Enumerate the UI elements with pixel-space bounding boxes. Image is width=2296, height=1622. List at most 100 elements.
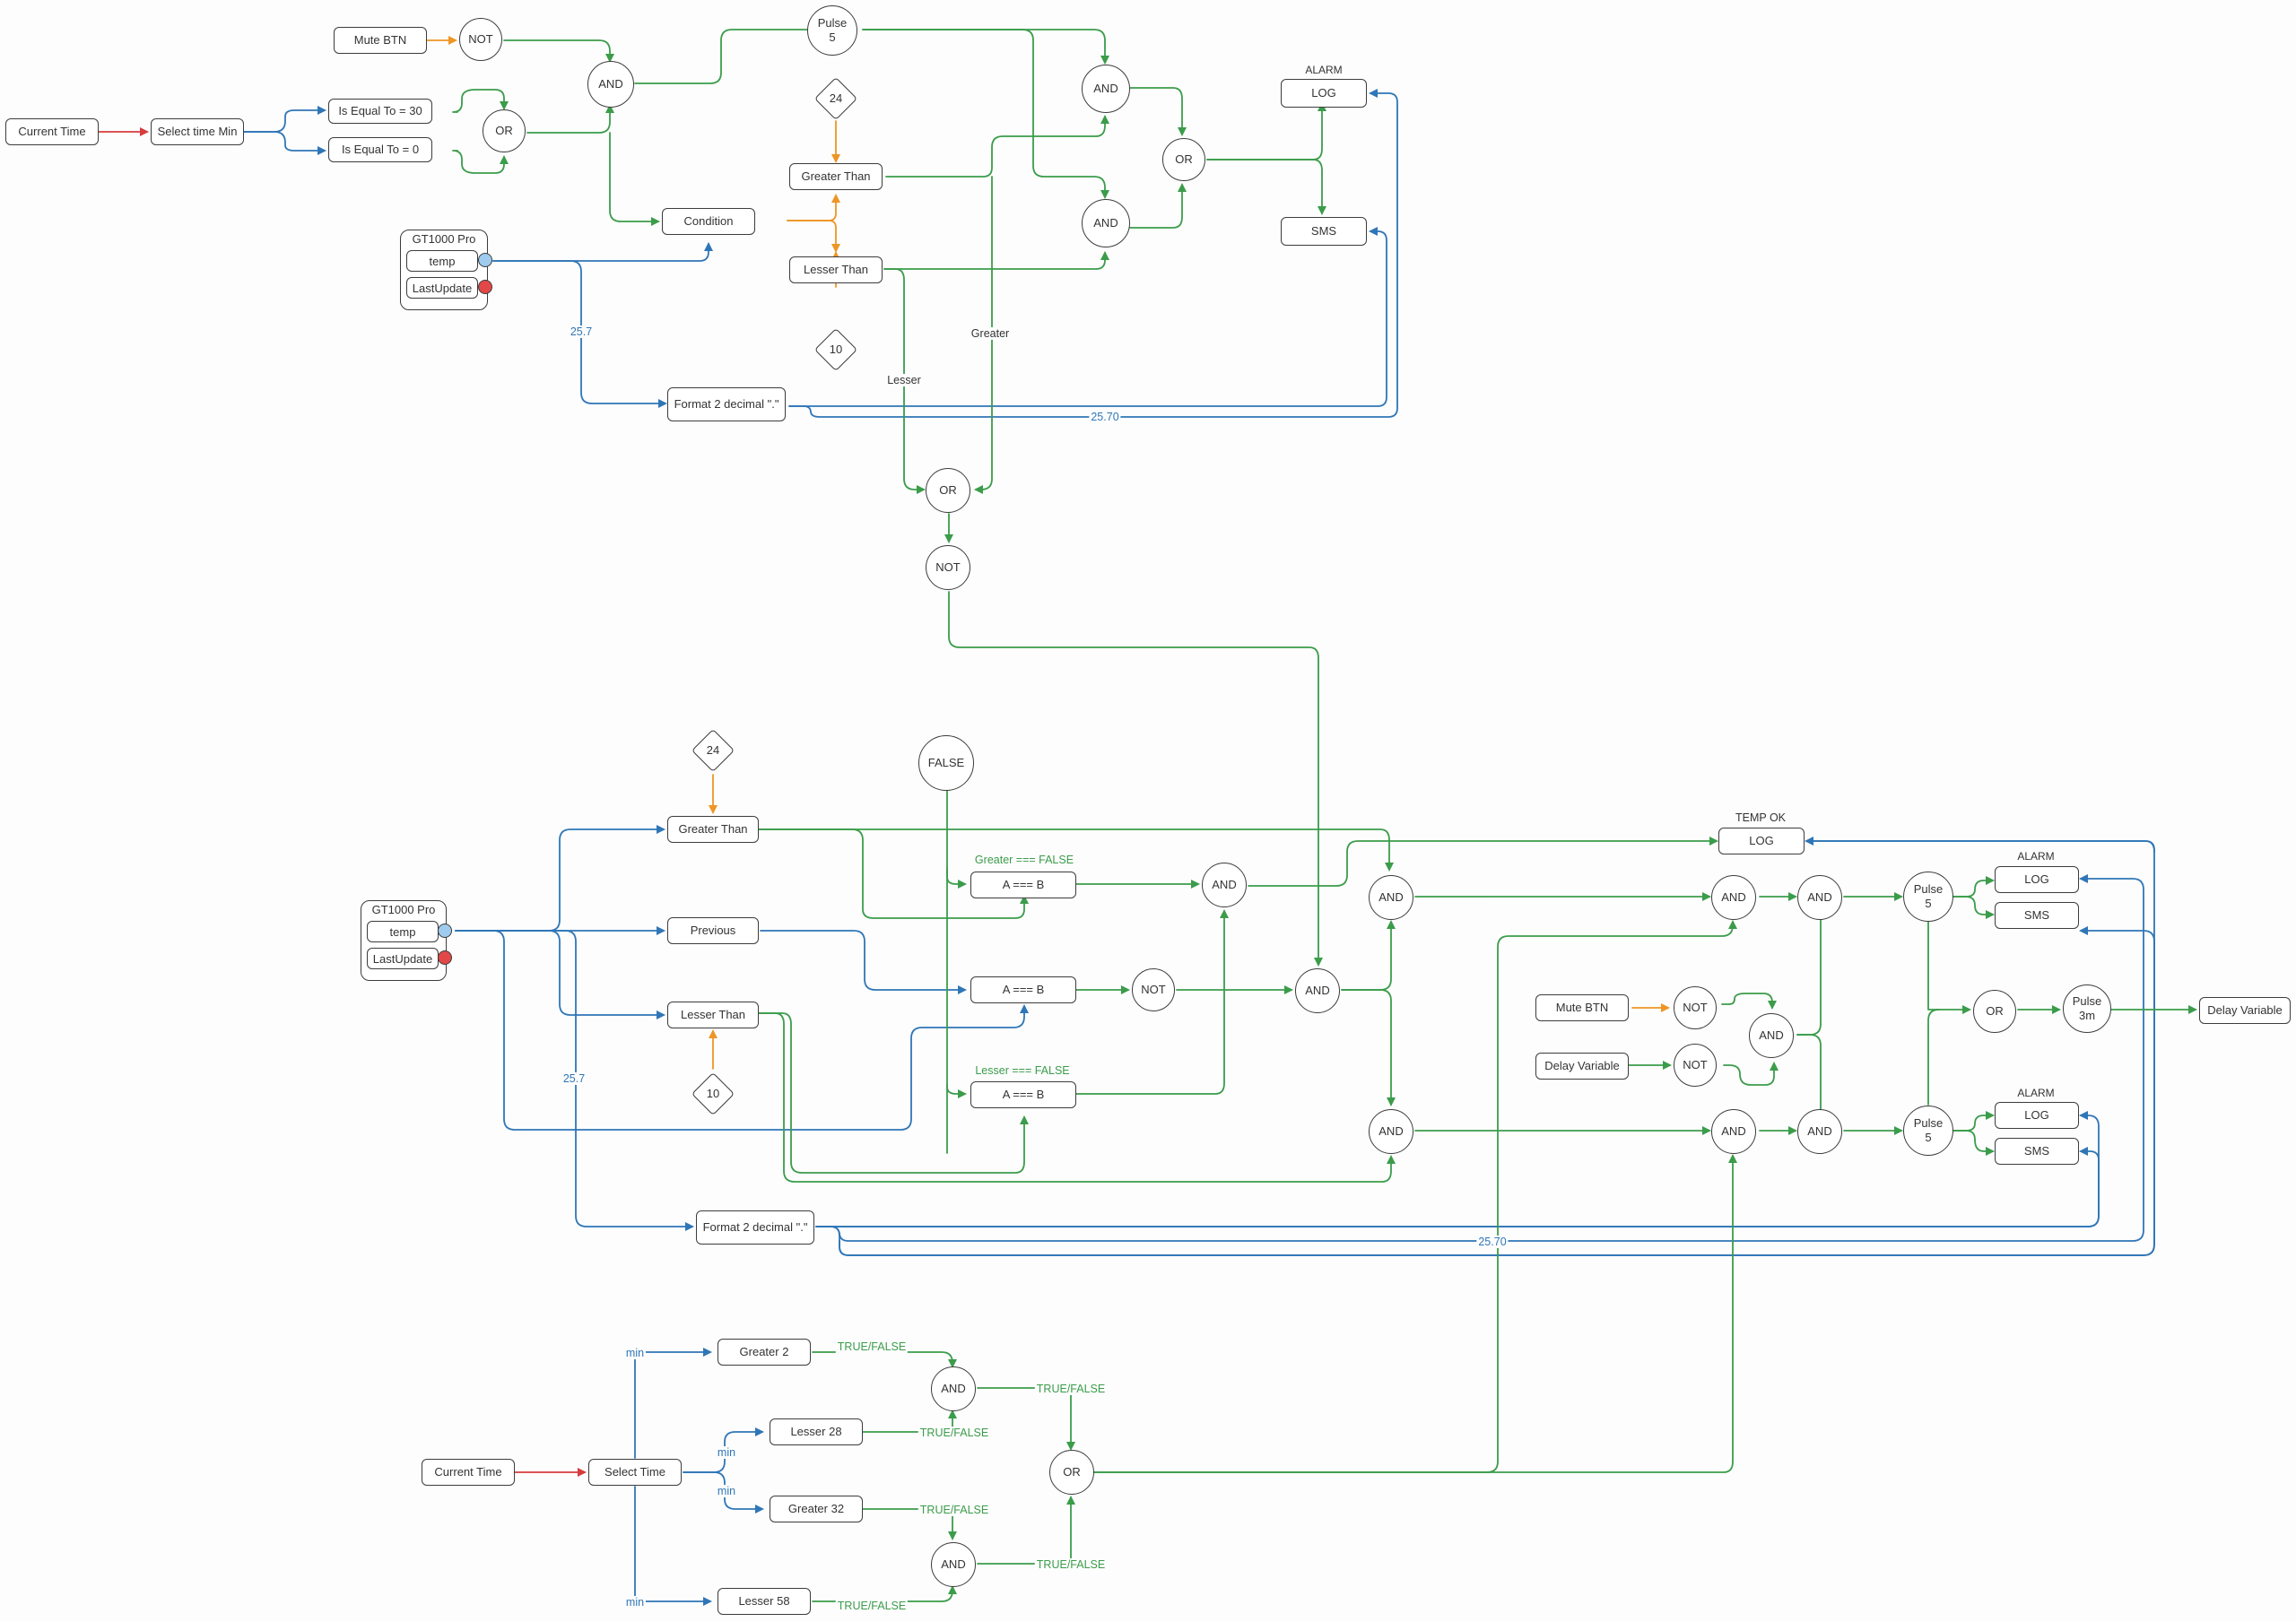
device-gt1000-top[interactable]: GT1000 Pro temp LastUpdate [400,230,488,310]
device-lastupdate-field-mid[interactable]: LastUpdate [367,948,439,969]
tf-label-3: TRUE/FALSE [918,1504,991,1516]
tf-label-5: TRUE/FALSE [1034,1383,1108,1395]
lesser-than-top[interactable]: Lesser Than [789,256,883,283]
and-gate-mute-delay: AND [1749,1013,1794,1058]
delay-variable-input[interactable]: Delay Variable [1535,1053,1629,1080]
temp-port-top[interactable] [478,253,492,267]
min-label-4: min [623,1596,647,1609]
condition-node[interactable]: Condition [662,208,755,235]
device-gt1000-mid[interactable]: GT1000 Pro temp LastUpdate [361,900,447,981]
and-gate-lesser: AND [1082,199,1130,247]
pulse-gate-top: Pulse 5 [807,5,857,56]
device-temp-field-top[interactable]: temp [406,250,478,272]
formatted-value-top: 25.70 [1089,411,1121,423]
and-gate-center: AND [1295,968,1340,1013]
format-decimal-mid[interactable]: Format 2 decimal "." [696,1210,814,1245]
and-gate-lower-3: AND [1797,1109,1842,1154]
pulse-3m-gate: Pulse 3m [2063,984,2111,1033]
not-gate-top: NOT [459,18,502,61]
device-lastupdate-field-top[interactable]: LastUpdate [406,277,478,299]
and-gate-upper: AND [1369,875,1413,920]
temp-port-mid[interactable] [438,924,452,938]
select-time-min[interactable]: Select time Min [151,118,244,145]
and-gate-greater: AND [1082,65,1130,113]
and-gate-upper-2: AND [1711,875,1756,920]
constant-10-top: 10 [814,328,857,371]
log-action-lower[interactable]: LOG [1995,1102,2079,1129]
and-gate-lower: AND [1369,1109,1413,1154]
mute-button-top[interactable]: Mute BTN [334,27,427,54]
previous-node[interactable]: Previous [667,917,759,944]
constant-24-top-label: 24 [829,91,843,105]
sms-action-top[interactable]: SMS [1281,217,1367,246]
or-gate-middle: OR [926,468,970,513]
constant-24-top: 24 [814,77,857,120]
and-gate-compare: AND [1202,863,1247,907]
and-gate-mute: AND [587,61,634,108]
lesser-wire-label: Lesser [885,374,923,386]
sms-action-lower[interactable]: SMS [1995,1138,2079,1165]
compare-greater[interactable]: A === B [970,872,1076,898]
constant-10-mid: 10 [691,1072,735,1115]
current-time-top[interactable]: Current Time [5,118,99,145]
tf-label-4: TRUE/FALSE [835,1600,909,1612]
or-gate-bottom: OR [1049,1450,1094,1495]
or-gate-pulse: OR [1973,990,2016,1033]
device-title-top: GT1000 Pro [412,232,476,246]
alarm-title-top: ALARM [1305,64,1343,76]
not-gate-mute: NOT [1674,986,1717,1029]
constant-24-mid-label: 24 [706,742,720,757]
is-equal-0[interactable]: Is Equal To = 0 [328,137,432,162]
compare-previous[interactable]: A === B [970,976,1076,1003]
greater-than-top[interactable]: Greater Than [789,163,883,190]
constant-10-mid-label: 10 [706,1086,720,1100]
or-gate-alarm: OR [1162,138,1205,181]
tf-label-1: TRUE/FALSE [835,1340,909,1353]
lastupdate-port-top[interactable] [478,280,492,294]
not-gate-delay: NOT [1674,1044,1717,1087]
select-time-bottom[interactable]: Select Time [588,1459,682,1486]
current-time-bottom[interactable]: Current Time [422,1459,515,1486]
pulse-gate-lower: Pulse 5 [1903,1106,1953,1156]
log-action-upper[interactable]: LOG [1995,866,2079,893]
tf-label-6: TRUE/FALSE [1034,1558,1108,1571]
greater-32-node[interactable]: Greater 32 [770,1496,863,1522]
lesser-58-node[interactable]: Lesser 58 [718,1588,811,1615]
greater-2-node[interactable]: Greater 2 [718,1339,811,1366]
sms-action-upper[interactable]: SMS [1995,902,2079,929]
compare-lesser[interactable]: A === B [970,1081,1076,1108]
greater-false-title: Greater === FALSE [974,854,1074,866]
min-label-1: min [623,1347,647,1359]
log-temp-ok[interactable]: LOG [1718,828,1805,854]
constant-10-top-label: 10 [829,342,843,356]
is-equal-30[interactable]: Is Equal To = 30 [328,99,432,124]
and-gate-bottom-1: AND [931,1366,976,1411]
device-temp-field-mid[interactable]: temp [367,921,439,942]
delay-variable-output[interactable]: Delay Variable [2199,997,2291,1024]
temp-ok-title: TEMP OK [1735,811,1787,824]
mute-button-mid[interactable]: Mute BTN [1535,994,1629,1021]
min-label-2: min [715,1446,738,1459]
not-gate-previous: NOT [1132,968,1175,1011]
alarm-title-upper: ALARM [2017,850,2055,863]
temp-value-mid: 25.7 [561,1072,587,1085]
temp-value-top: 25.7 [568,325,595,338]
alarm-title-lower: ALARM [2017,1087,2055,1099]
lesser-than-mid[interactable]: Lesser Than [667,1002,759,1028]
and-gate-lower-2: AND [1711,1109,1756,1154]
and-gate-upper-3: AND [1797,875,1842,920]
or-gate-time: OR [483,109,526,152]
formatted-value-mid: 25.70 [1476,1236,1509,1248]
constant-24-mid: 24 [691,729,735,772]
greater-wire-label: Greater [969,327,1012,340]
lesser-28-node[interactable]: Lesser 28 [770,1418,863,1445]
not-gate-middle: NOT [926,545,970,590]
false-constant: FALSE [918,735,974,791]
device-title-mid: GT1000 Pro [371,903,436,916]
log-action-top[interactable]: LOG [1281,79,1367,108]
greater-than-mid[interactable]: Greater Than [667,816,759,843]
lastupdate-port-mid[interactable] [438,950,452,965]
tf-label-2: TRUE/FALSE [918,1427,991,1439]
format-decimal-top[interactable]: Format 2 decimal "." [667,387,786,421]
